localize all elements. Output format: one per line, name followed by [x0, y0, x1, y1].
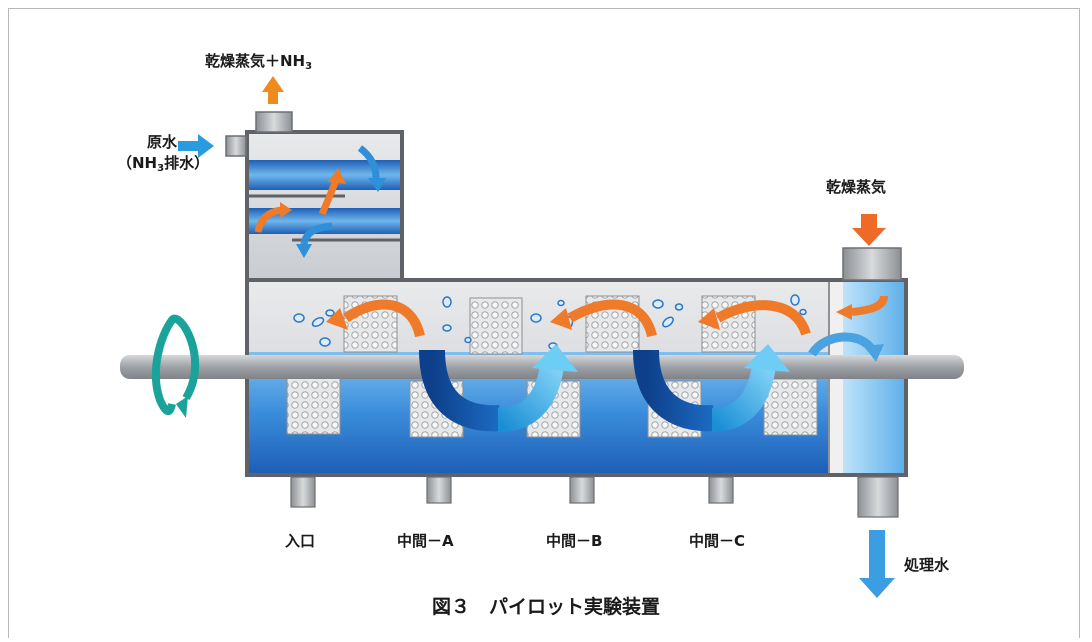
raw-water-arrow-icon [178, 134, 214, 158]
raw-water-line2: （NH3排水） [117, 154, 210, 174]
treated-water-arrow-icon [859, 530, 895, 598]
top-outlet-nozzle [255, 111, 293, 133]
port-mid-c-label: 中間－C [689, 532, 746, 550]
dry-steam-arrow-icon [852, 214, 886, 246]
steam-arc-arrows [326, 295, 888, 338]
figure-frame [8, 8, 1080, 638]
raw-water-inlet-nozzle [225, 135, 247, 157]
top-outlet-label: 乾燥蒸気＋NH3 [205, 52, 313, 72]
water-flow-arrows [419, 332, 884, 432]
treated-water-label: 処理水 [904, 556, 950, 574]
port-mid-a-label: 中間－A [397, 532, 454, 550]
rotation-arrow-icon [151, 314, 200, 418]
raw-water-label: 原水 （NH3排水） [117, 132, 210, 179]
tower-flow-arrows [254, 145, 386, 258]
top-outlet-arrow-icon [262, 76, 284, 104]
dry-steam-label: 乾燥蒸気 [826, 178, 887, 196]
figure-caption: 図３ パイロット実験装置 [431, 596, 660, 618]
raw-water-line1: 原水 [146, 133, 177, 151]
sampling-ports [290, 476, 899, 518]
port-inlet-label: 入口 [285, 532, 316, 550]
port-mid-b-label: 中間－B [546, 532, 603, 550]
steam-inlet-nozzle [842, 247, 902, 281]
